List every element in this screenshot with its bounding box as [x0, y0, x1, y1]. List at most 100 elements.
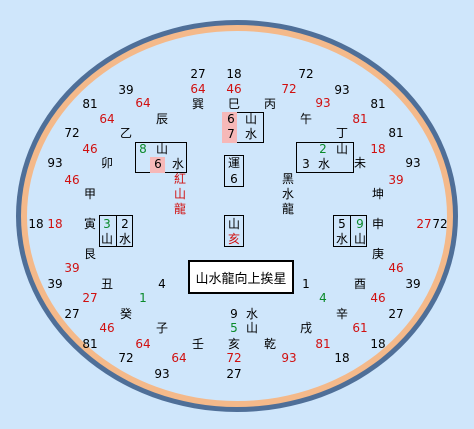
right-cell-char: 山	[335, 142, 349, 156]
west-cell-char: 山	[100, 232, 114, 246]
star-number: 81	[370, 97, 386, 111]
east-cell-num: 5	[338, 217, 346, 231]
inner-disc	[27, 31, 447, 401]
center-six: 6	[230, 172, 238, 186]
center-hai: 亥	[227, 232, 241, 246]
star-number: 81	[388, 126, 404, 140]
mountain-zi: 子	[155, 321, 169, 335]
mountain-wu: 午	[299, 112, 313, 126]
star-number: 18	[226, 67, 242, 81]
mid-number: 1	[302, 277, 310, 291]
top-cell-num: 6	[227, 112, 235, 126]
mid-number-green: 1	[139, 291, 147, 305]
center-yun-cell	[224, 155, 244, 187]
star-number: 93	[281, 351, 297, 365]
star-number: 46	[82, 142, 98, 156]
star-number: 39	[405, 277, 421, 291]
star-number: 93	[47, 156, 63, 170]
black-dragon-2: 水	[281, 187, 295, 201]
top-cell-char: 山	[244, 112, 258, 126]
star-number: 93	[154, 367, 170, 381]
star-number: 27	[82, 291, 98, 305]
left-cell-num: 8	[139, 142, 147, 156]
center-shan: 山	[227, 217, 241, 231]
star-number: 64	[135, 337, 151, 351]
star-number: 72	[226, 351, 242, 365]
center-yun: 運	[227, 156, 241, 170]
top-cell-num: 7	[227, 127, 235, 141]
west-cell-num: 3	[103, 217, 111, 231]
red-dragon-2: 山	[173, 187, 187, 201]
star-number: 64	[190, 82, 206, 96]
bottom-nine: 9	[230, 307, 238, 321]
mountain-shen: 申	[371, 217, 385, 231]
mountain-jia: 甲	[83, 187, 97, 201]
west-divider	[116, 215, 117, 247]
center-title-box: 山水龍向上挨星	[188, 260, 294, 294]
mid-number-green: 4	[319, 291, 327, 305]
star-number: 64	[135, 96, 151, 110]
west-cell-char: 水	[118, 232, 132, 246]
red-dragon-1: 紅	[173, 172, 187, 186]
star-number: 27	[64, 307, 80, 321]
star-number: 81	[82, 97, 98, 111]
black-dragon-1: 黑	[281, 172, 295, 186]
mountain-chen: 辰	[155, 112, 169, 126]
star-number: 81	[82, 337, 98, 351]
star-number: 46	[64, 173, 80, 187]
center-shan-cell	[224, 215, 244, 247]
star-number: 18	[334, 351, 350, 365]
mountain-xu: 戌	[299, 321, 313, 335]
red-dragon-3: 龍	[173, 202, 187, 216]
star-number: 72	[64, 126, 80, 140]
star-number: 18	[28, 217, 44, 231]
star-number: 72	[281, 82, 297, 96]
mountain-ding: 丁	[335, 126, 349, 140]
star-number: 81	[352, 112, 368, 126]
mountain-si: 巳	[227, 97, 241, 111]
left-cell-num: 6	[154, 157, 162, 171]
star-number: 39	[388, 173, 404, 187]
mountain-gui: 癸	[119, 307, 133, 321]
star-number: 93	[334, 83, 350, 97]
bottom-mountain: 山	[245, 321, 259, 335]
star-number: 39	[64, 261, 80, 275]
star-number: 18	[370, 142, 386, 156]
top-star-highlight	[222, 112, 237, 143]
mountain-xun: 巽	[191, 97, 205, 111]
star-number: 46	[370, 291, 386, 305]
west-cell-num: 2	[121, 217, 129, 231]
mountain-ren: 壬	[191, 337, 205, 351]
mountain-qian: 乾	[263, 337, 277, 351]
star-number: 61	[352, 321, 368, 335]
star-number: 18	[47, 217, 63, 231]
mountain-gen: 艮	[83, 247, 97, 261]
mountain-mao: 卯	[100, 156, 114, 170]
mountain-hai: 亥	[227, 337, 241, 351]
top-cell-char: 水	[244, 127, 258, 141]
right-star-cell	[296, 142, 354, 173]
star-number: 46	[99, 321, 115, 335]
star-number: 46	[388, 261, 404, 275]
bottom-five: 5	[230, 321, 238, 335]
mountain-chou: 丑	[100, 277, 114, 291]
star-number: 81	[315, 337, 331, 351]
right-cell-num: 3	[302, 157, 310, 171]
mountain-geng: 庚	[371, 247, 385, 261]
star-number: 27	[226, 367, 242, 381]
mountain-kun: 坤	[371, 187, 385, 201]
right-cell-num: 2	[319, 142, 327, 156]
mountain-yin: 寅	[83, 217, 97, 231]
star-number: 27	[190, 67, 206, 81]
mountain-wei: 未	[353, 156, 367, 170]
star-number: 72	[432, 217, 448, 231]
star-number: 72	[118, 351, 134, 365]
east-cell-char: 山	[353, 232, 367, 246]
mountain-bing: 丙	[263, 97, 277, 111]
star-number: 72	[298, 67, 314, 81]
star-number: 39	[118, 83, 134, 97]
right-cell-char: 水	[317, 157, 331, 171]
mountain-xin: 辛	[335, 307, 349, 321]
